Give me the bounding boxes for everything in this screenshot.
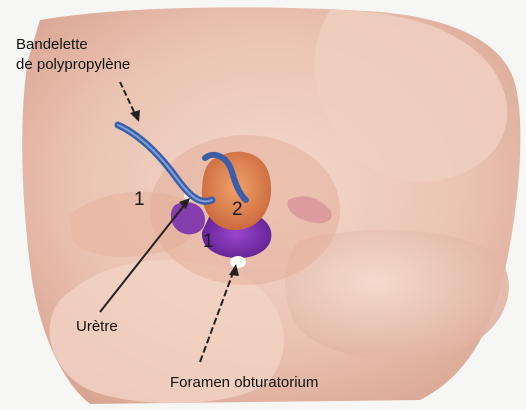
marker-lower: 1 <box>203 232 214 252</box>
label-strip-line1: Bandelette <box>16 36 88 54</box>
marker-left: 1 <box>134 190 145 210</box>
foramen-opening <box>230 256 246 268</box>
marker-center: 2 <box>232 200 243 220</box>
label-obturator: Foramen obturatorium <box>170 374 318 392</box>
label-urethra: Urètre <box>76 318 118 336</box>
label-strip-line2: de polypropylène <box>16 56 130 74</box>
